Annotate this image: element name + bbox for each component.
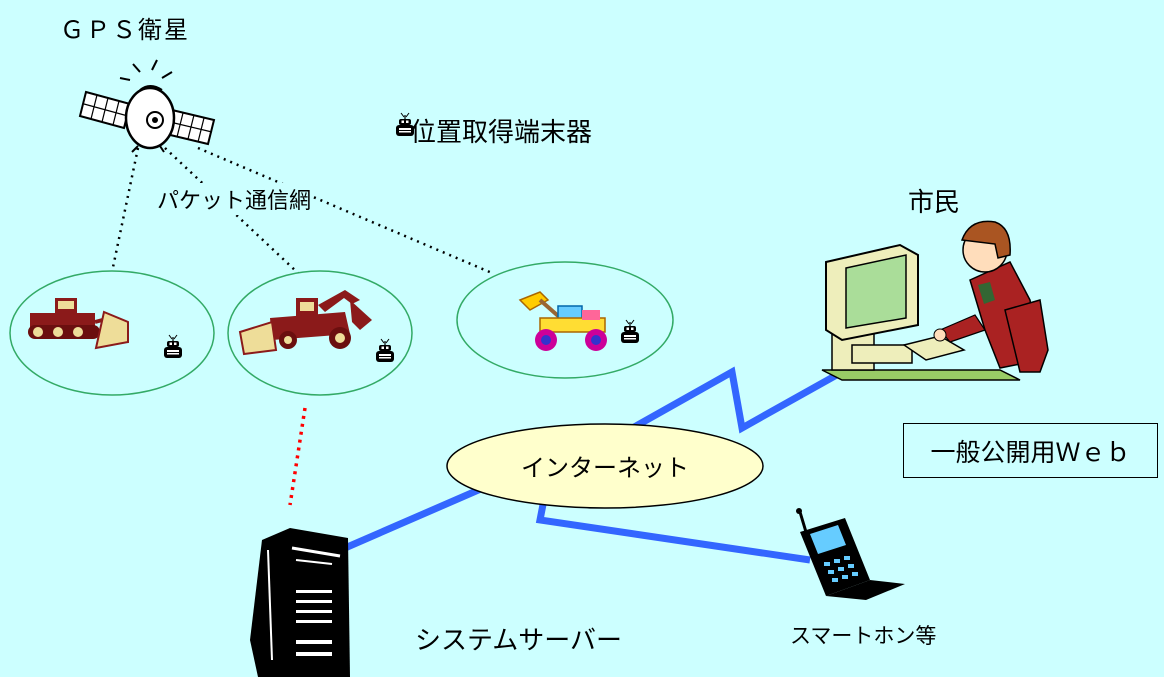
server-device-link (288, 407, 307, 506)
smartphone-icon (796, 508, 905, 600)
internet-label: インターネット (521, 454, 689, 482)
bulldozer-icon (28, 298, 129, 350)
public-web-label: 一般公開用Ｗｅｂ (930, 437, 1131, 467)
network-line-citizen (618, 366, 844, 439)
device-legend-label: 位置取得端末器 (410, 118, 593, 148)
public-web-box: 一般公開用Ｗｅｂ (903, 423, 1158, 478)
server-icon (250, 528, 350, 677)
gps-satellite-label: ＧＰＳ衛星 (60, 16, 190, 44)
satellite-link-3 (197, 146, 493, 275)
satellite-icon (78, 59, 216, 153)
wheel-loader-icon (518, 291, 607, 351)
satellite-link-1 (110, 147, 140, 273)
computer-user-icon (821, 220, 1049, 381)
excavator-icon (238, 290, 372, 356)
internet-cloud (446, 423, 764, 509)
system-server-label: システムサーバー (415, 626, 622, 656)
citizen-label: 市民 (908, 188, 961, 218)
device-legend: 位置取得端末器 (370, 112, 592, 149)
packet-network-label: パケット通信網 (155, 183, 314, 215)
smartphone-label: スマートホン等 (790, 624, 937, 648)
